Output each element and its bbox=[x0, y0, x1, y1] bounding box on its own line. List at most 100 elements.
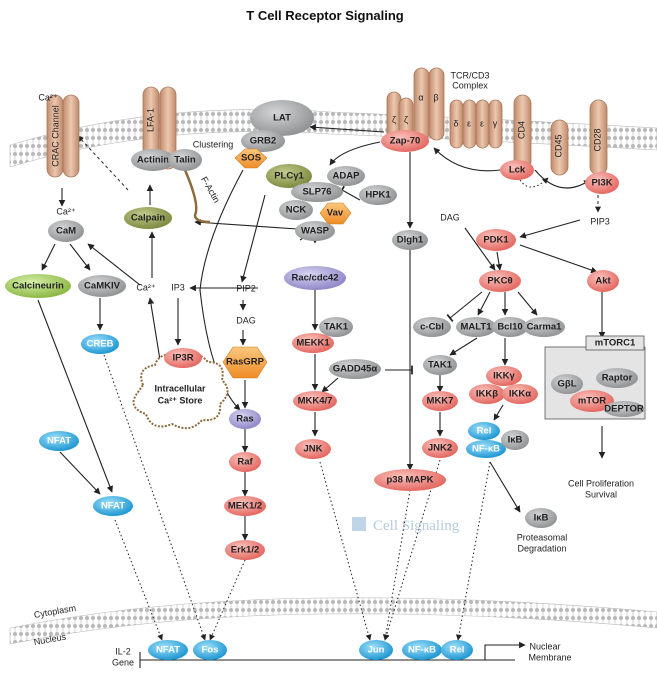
node-rel-nuclear[interactable]: Rel bbox=[441, 640, 473, 660]
cd45-receptor[interactable]: CD45 bbox=[550, 119, 569, 176]
node-adap[interactable]: ADAP bbox=[327, 166, 365, 186]
cell-signaling-watermark: Cell Signaling bbox=[352, 517, 460, 534]
node-ip3r[interactable]: IP3R bbox=[164, 348, 202, 368]
svg-text:IKKβ: IKKβ bbox=[476, 389, 498, 400]
node-calpain[interactable]: Calpain bbox=[124, 207, 172, 229]
node-ikkb[interactable]: IKKβ bbox=[469, 384, 505, 404]
node-lat[interactable]: LAT bbox=[250, 100, 314, 136]
node-nfkb-nuclear[interactable]: NF-κB bbox=[402, 640, 442, 660]
node-malt1[interactable]: MALT1 bbox=[456, 317, 496, 337]
node-calcineurin[interactable]: Calcineurin bbox=[5, 274, 71, 298]
svg-text:LAT: LAT bbox=[273, 113, 291, 124]
cd28-label: CD28 bbox=[592, 128, 602, 151]
node-grb2[interactable]: GRB2 bbox=[241, 130, 285, 152]
svg-text:RasGRP: RasGRP bbox=[226, 357, 265, 368]
node-carma1[interactable]: Carma1 bbox=[523, 317, 565, 337]
svg-text:NCK: NCK bbox=[286, 205, 307, 216]
il2-gene-label-1: IL-2 bbox=[115, 646, 131, 656]
node-lck[interactable]: Lck bbox=[500, 160, 534, 180]
node-erk12[interactable]: Erk1/2 bbox=[225, 540, 265, 560]
intracellular-ca-store: Intracellular Ca²⁺ Store bbox=[132, 352, 229, 430]
node-rel[interactable]: Rel bbox=[468, 422, 500, 440]
node-jnk2[interactable]: JNK2 bbox=[422, 438, 458, 458]
svg-text:TAK1: TAK1 bbox=[428, 360, 453, 371]
svg-text:HPK1: HPK1 bbox=[365, 190, 391, 201]
node-creb[interactable]: CREB bbox=[81, 334, 119, 354]
node-slp76[interactable]: SLP76 bbox=[291, 182, 343, 202]
diagram-title: T Cell Receptor Signaling bbox=[246, 8, 404, 23]
node-tak1b[interactable]: TAK1 bbox=[423, 355, 457, 375]
node-wasp[interactable]: WASP bbox=[295, 221, 335, 241]
zeta-label-2: ζ bbox=[404, 114, 408, 124]
node-ccbl[interactable]: c-Cbl bbox=[413, 317, 451, 337]
node-rac[interactable]: Rac/cdc42 bbox=[284, 266, 346, 290]
lfa1-label: LFA-1 bbox=[145, 108, 155, 132]
svg-text:MKK7: MKK7 bbox=[427, 396, 454, 407]
node-jnk[interactable]: JNK bbox=[295, 439, 331, 459]
node-cam[interactable]: CaM bbox=[48, 220, 84, 242]
node-bcl10[interactable]: Bcl10 bbox=[492, 317, 528, 337]
node-mkk7[interactable]: MKK7 bbox=[422, 391, 458, 411]
node-nfat-1[interactable]: NFAT bbox=[39, 431, 79, 451]
node-pdk1[interactable]: PDK1 bbox=[476, 229, 516, 251]
clustering-label: Clustering bbox=[193, 139, 234, 149]
node-jun-nuclear[interactable]: Jun bbox=[359, 640, 393, 660]
node-nfat-2[interactable]: NFAT bbox=[93, 496, 133, 516]
alpha-label: α bbox=[418, 92, 423, 102]
svg-text:SLP76: SLP76 bbox=[302, 187, 331, 198]
node-mekk1[interactable]: MEKK1 bbox=[292, 333, 334, 353]
node-fos-nuclear[interactable]: Fos bbox=[193, 640, 227, 660]
node-hpk1[interactable]: HPK1 bbox=[359, 185, 397, 205]
cd45-label: CD45 bbox=[553, 134, 563, 157]
node-dlgh1[interactable]: Dlgh1 bbox=[392, 230, 428, 250]
svg-text:Calpain: Calpain bbox=[131, 213, 166, 224]
node-nfkb[interactable]: NF-κB bbox=[466, 440, 506, 458]
node-p38[interactable]: p38 MAPK bbox=[374, 469, 446, 491]
gamma-label: γ bbox=[493, 118, 498, 128]
crac-channel[interactable]: CRAC Channel bbox=[46, 94, 80, 178]
node-akt[interactable]: Akt bbox=[587, 270, 619, 292]
svg-text:Carma1: Carma1 bbox=[527, 322, 563, 333]
cd4-receptor[interactable]: CD4 bbox=[513, 94, 532, 171]
svg-text:MEKK1: MEKK1 bbox=[296, 338, 330, 349]
node-actinin[interactable]: Actinin bbox=[131, 149, 175, 171]
node-ras[interactable]: Ras bbox=[229, 409, 261, 429]
svg-text:MKK4/7: MKK4/7 bbox=[298, 396, 333, 407]
svg-text:JNK: JNK bbox=[303, 444, 322, 455]
node-nfat-nuclear[interactable]: NFAT bbox=[148, 640, 188, 660]
node-pi3k[interactable]: PI3K bbox=[585, 172, 619, 194]
node-nck[interactable]: NCK bbox=[279, 200, 313, 220]
cd28-receptor[interactable]: CD28 bbox=[589, 99, 608, 176]
epsilon-label-2: ε bbox=[480, 118, 484, 128]
node-ikkg[interactable]: IKKγ bbox=[486, 366, 522, 386]
node-mkk47[interactable]: MKK4/7 bbox=[293, 391, 337, 411]
ca-ip-label: Ca²⁺ bbox=[136, 282, 156, 292]
node-mek12[interactable]: MEK1/2 bbox=[224, 496, 266, 516]
node-vav[interactable]: Vav bbox=[319, 202, 352, 225]
node-ikb-top[interactable]: IκB bbox=[501, 430, 529, 450]
il2-gene-label-2: Gene bbox=[112, 657, 134, 667]
svg-text:IP3R: IP3R bbox=[172, 353, 193, 364]
node-tak1a[interactable]: TAK1 bbox=[319, 317, 353, 337]
svg-text:GADD45α: GADD45α bbox=[333, 364, 378, 375]
node-rasgrp[interactable]: RasGRP bbox=[222, 346, 268, 379]
node-raf[interactable]: Raf bbox=[229, 452, 261, 472]
node-plcg1[interactable]: PLCγ1 bbox=[266, 164, 312, 188]
node-pkct[interactable]: PKCθ bbox=[479, 270, 521, 292]
node-ikb-bottom[interactable]: IκB bbox=[525, 508, 557, 528]
epsilon-label-1: ε bbox=[467, 118, 471, 128]
node-sos[interactable]: SOS bbox=[234, 148, 268, 169]
node-gadd45[interactable]: GADD45α bbox=[329, 359, 381, 379]
node-mtor[interactable]: mTOR bbox=[570, 390, 614, 412]
svg-text:NFAT: NFAT bbox=[101, 501, 125, 512]
lfa1-receptor[interactable]: LFA-1 bbox=[142, 86, 177, 170]
node-raptor[interactable]: Raptor bbox=[596, 368, 638, 388]
node-talin[interactable]: Talin bbox=[168, 149, 202, 171]
node-deptor[interactable]: DEPTOR bbox=[604, 401, 644, 417]
cell-proliferation-label: Cell Proliferation bbox=[568, 478, 634, 488]
node-ikka[interactable]: IKKα bbox=[502, 384, 538, 404]
node-camkiv[interactable]: CaMKIV bbox=[78, 275, 126, 297]
mtorc1-complex[interactable]: mTORC1 GβL Raptor mTOR DEPTOR bbox=[544, 335, 646, 420]
node-zap70[interactable]: Zap-70 bbox=[381, 130, 429, 152]
node-gbl[interactable]: GβL bbox=[551, 374, 583, 394]
